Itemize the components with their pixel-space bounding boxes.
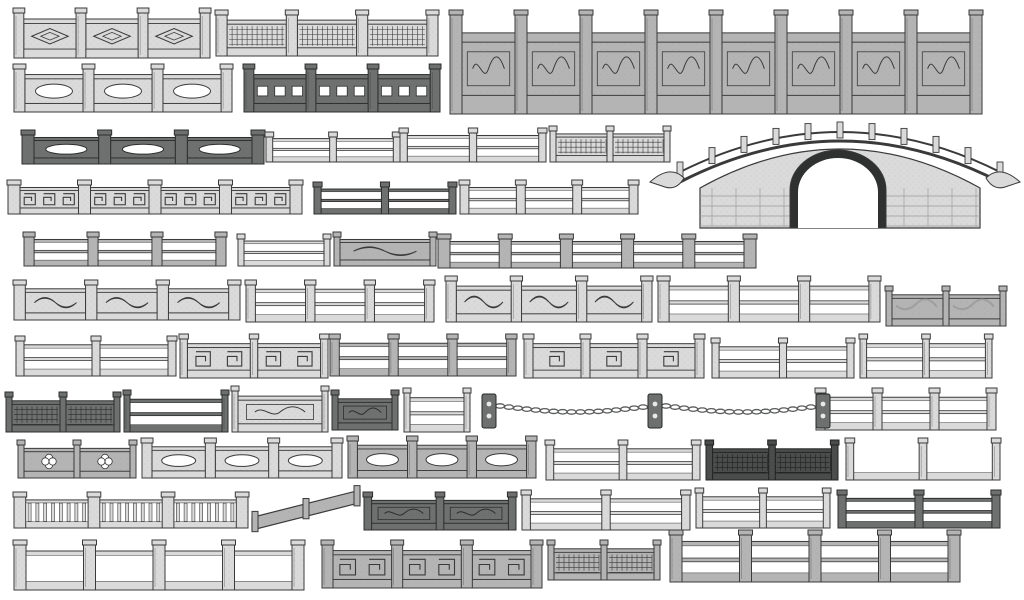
railing-cloud-cutout: [12, 279, 242, 321]
railing-rail-bar: [836, 489, 1002, 529]
railing-rail-bar: [814, 387, 998, 431]
railing-cloud-cutout: [332, 231, 438, 267]
railing-oval-cutout: [346, 435, 538, 479]
railing-rail-bar: [710, 337, 856, 379]
railing-open-frame: [12, 539, 306, 591]
railing-rail-bar: [402, 387, 472, 433]
railing-key-fret: [178, 333, 330, 379]
railing-rail-bar: [694, 487, 832, 529]
railing-oval-cutout: [20, 129, 266, 165]
railing-rail-bar: [122, 389, 230, 433]
railing-rail-bar: [22, 231, 228, 267]
railing-rail-bar: [264, 131, 402, 163]
railing-rail-bar: [668, 529, 962, 583]
railing-key-fret: [522, 333, 706, 379]
railing-lattice-panel: [4, 391, 122, 433]
railing-rail-bar: [236, 233, 332, 267]
railing-rail-bar: [544, 439, 702, 481]
railing-rail-bar: [520, 489, 692, 531]
railing-rail-bar: [14, 335, 178, 377]
railing-carved-relief: [330, 389, 400, 431]
railing-rail-bar: [656, 275, 882, 323]
railing-square-cutout: [242, 63, 442, 113]
railing-open-posts: [844, 437, 1002, 481]
railing-key-fret: [6, 179, 304, 215]
railing-rail-bar: [458, 179, 640, 215]
railing-lattice-panel: [548, 125, 672, 163]
railing-oval-cutout: [140, 437, 344, 479]
railing-lattice-panel: [546, 539, 662, 581]
railing-rail-bar: [312, 181, 458, 215]
railing-lattice-panel: [704, 439, 840, 481]
railing-oval-cutout: [12, 63, 234, 113]
railing-granite-slab: [884, 285, 1008, 327]
railing-lattice-panel: [214, 9, 440, 57]
railing-rail-bar: [244, 279, 436, 323]
railing-rail-bar: [858, 333, 994, 379]
railing-rail-bar: [436, 233, 758, 269]
railing-sloped-panel: [251, 485, 361, 533]
railing-carved-relief: [362, 491, 518, 531]
railing-carved-relief: [448, 9, 984, 115]
railing-swastika-fret: [320, 539, 544, 589]
railing-cloud-cutout: [444, 275, 654, 323]
chain-post-fence: [481, 393, 831, 429]
railing-carved-relief: [230, 385, 330, 433]
railing-quatrefoil-cutout: [16, 439, 138, 479]
railing-rail-bar: [328, 333, 518, 377]
railing-rail-bar: [398, 127, 548, 163]
railing-baluster: [12, 491, 250, 529]
railing-diamond-panel: [12, 7, 212, 59]
arched-stone-bridge: [649, 121, 1021, 229]
